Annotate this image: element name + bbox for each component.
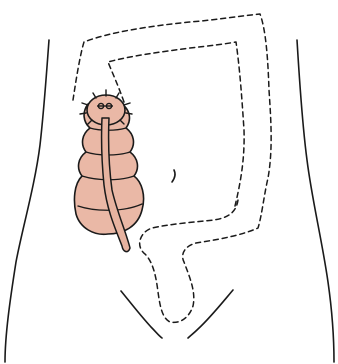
navel-mark: [172, 170, 175, 182]
suture-tick: [82, 103, 88, 105]
suture-tick: [80, 113, 86, 114]
torso-left-side: [5, 40, 49, 362]
groin-left-line: [121, 291, 162, 338]
torso-right-side: [297, 40, 334, 362]
torso-outline: [5, 40, 334, 362]
suture-tick: [126, 113, 132, 114]
suture-tick: [124, 103, 130, 105]
groin-right-line: [188, 290, 233, 338]
